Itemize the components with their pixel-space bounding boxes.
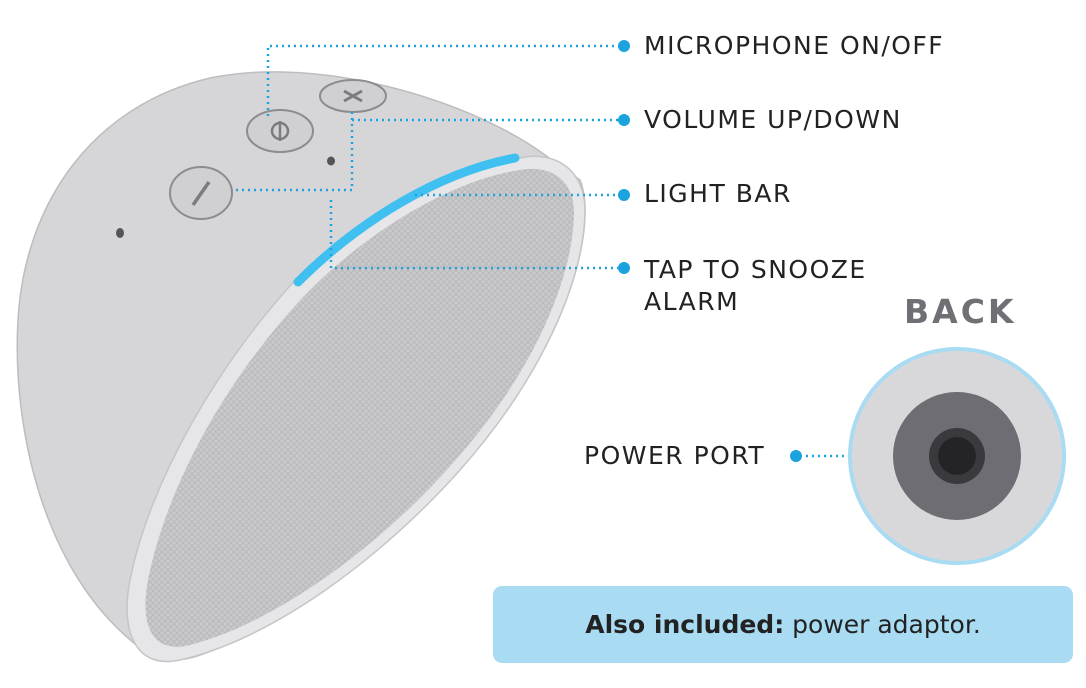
x-icon — [343, 89, 363, 103]
callout-dot — [618, 262, 630, 274]
callout-dot — [618, 189, 630, 201]
microphone-button[interactable] — [246, 109, 314, 153]
leader-snooze — [329, 200, 620, 270]
light-bar — [293, 153, 520, 287]
volume-down-button[interactable] — [319, 79, 387, 113]
mic-hole — [116, 228, 124, 238]
action-button[interactable] — [169, 166, 233, 220]
note-box: Also included: power adaptor. — [493, 586, 1073, 663]
label-power-port: POWER PORT — [584, 441, 766, 470]
callout-dot — [790, 450, 802, 462]
note-text: Also included: power adaptor. — [585, 610, 981, 639]
leader-volume — [235, 112, 620, 192]
callout-dot — [618, 114, 630, 126]
note-body: power adaptor. — [784, 610, 981, 639]
callout-dot — [618, 40, 630, 52]
label-volume: VOLUME UP/DOWN — [644, 105, 902, 134]
fabric-grille — [145, 168, 575, 647]
label-snooze: TAP TO SNOOZE ALARM — [644, 255, 867, 316]
label-light-bar: LIGHT BAR — [644, 179, 792, 208]
back-view — [848, 347, 1066, 565]
mic-hole — [327, 156, 335, 166]
label-microphone: MICROPHONE ON/OFF — [644, 31, 945, 60]
dash-icon — [191, 181, 211, 206]
note-bold: Also included: — [585, 610, 785, 639]
back-view-title: BACK — [904, 292, 1017, 331]
